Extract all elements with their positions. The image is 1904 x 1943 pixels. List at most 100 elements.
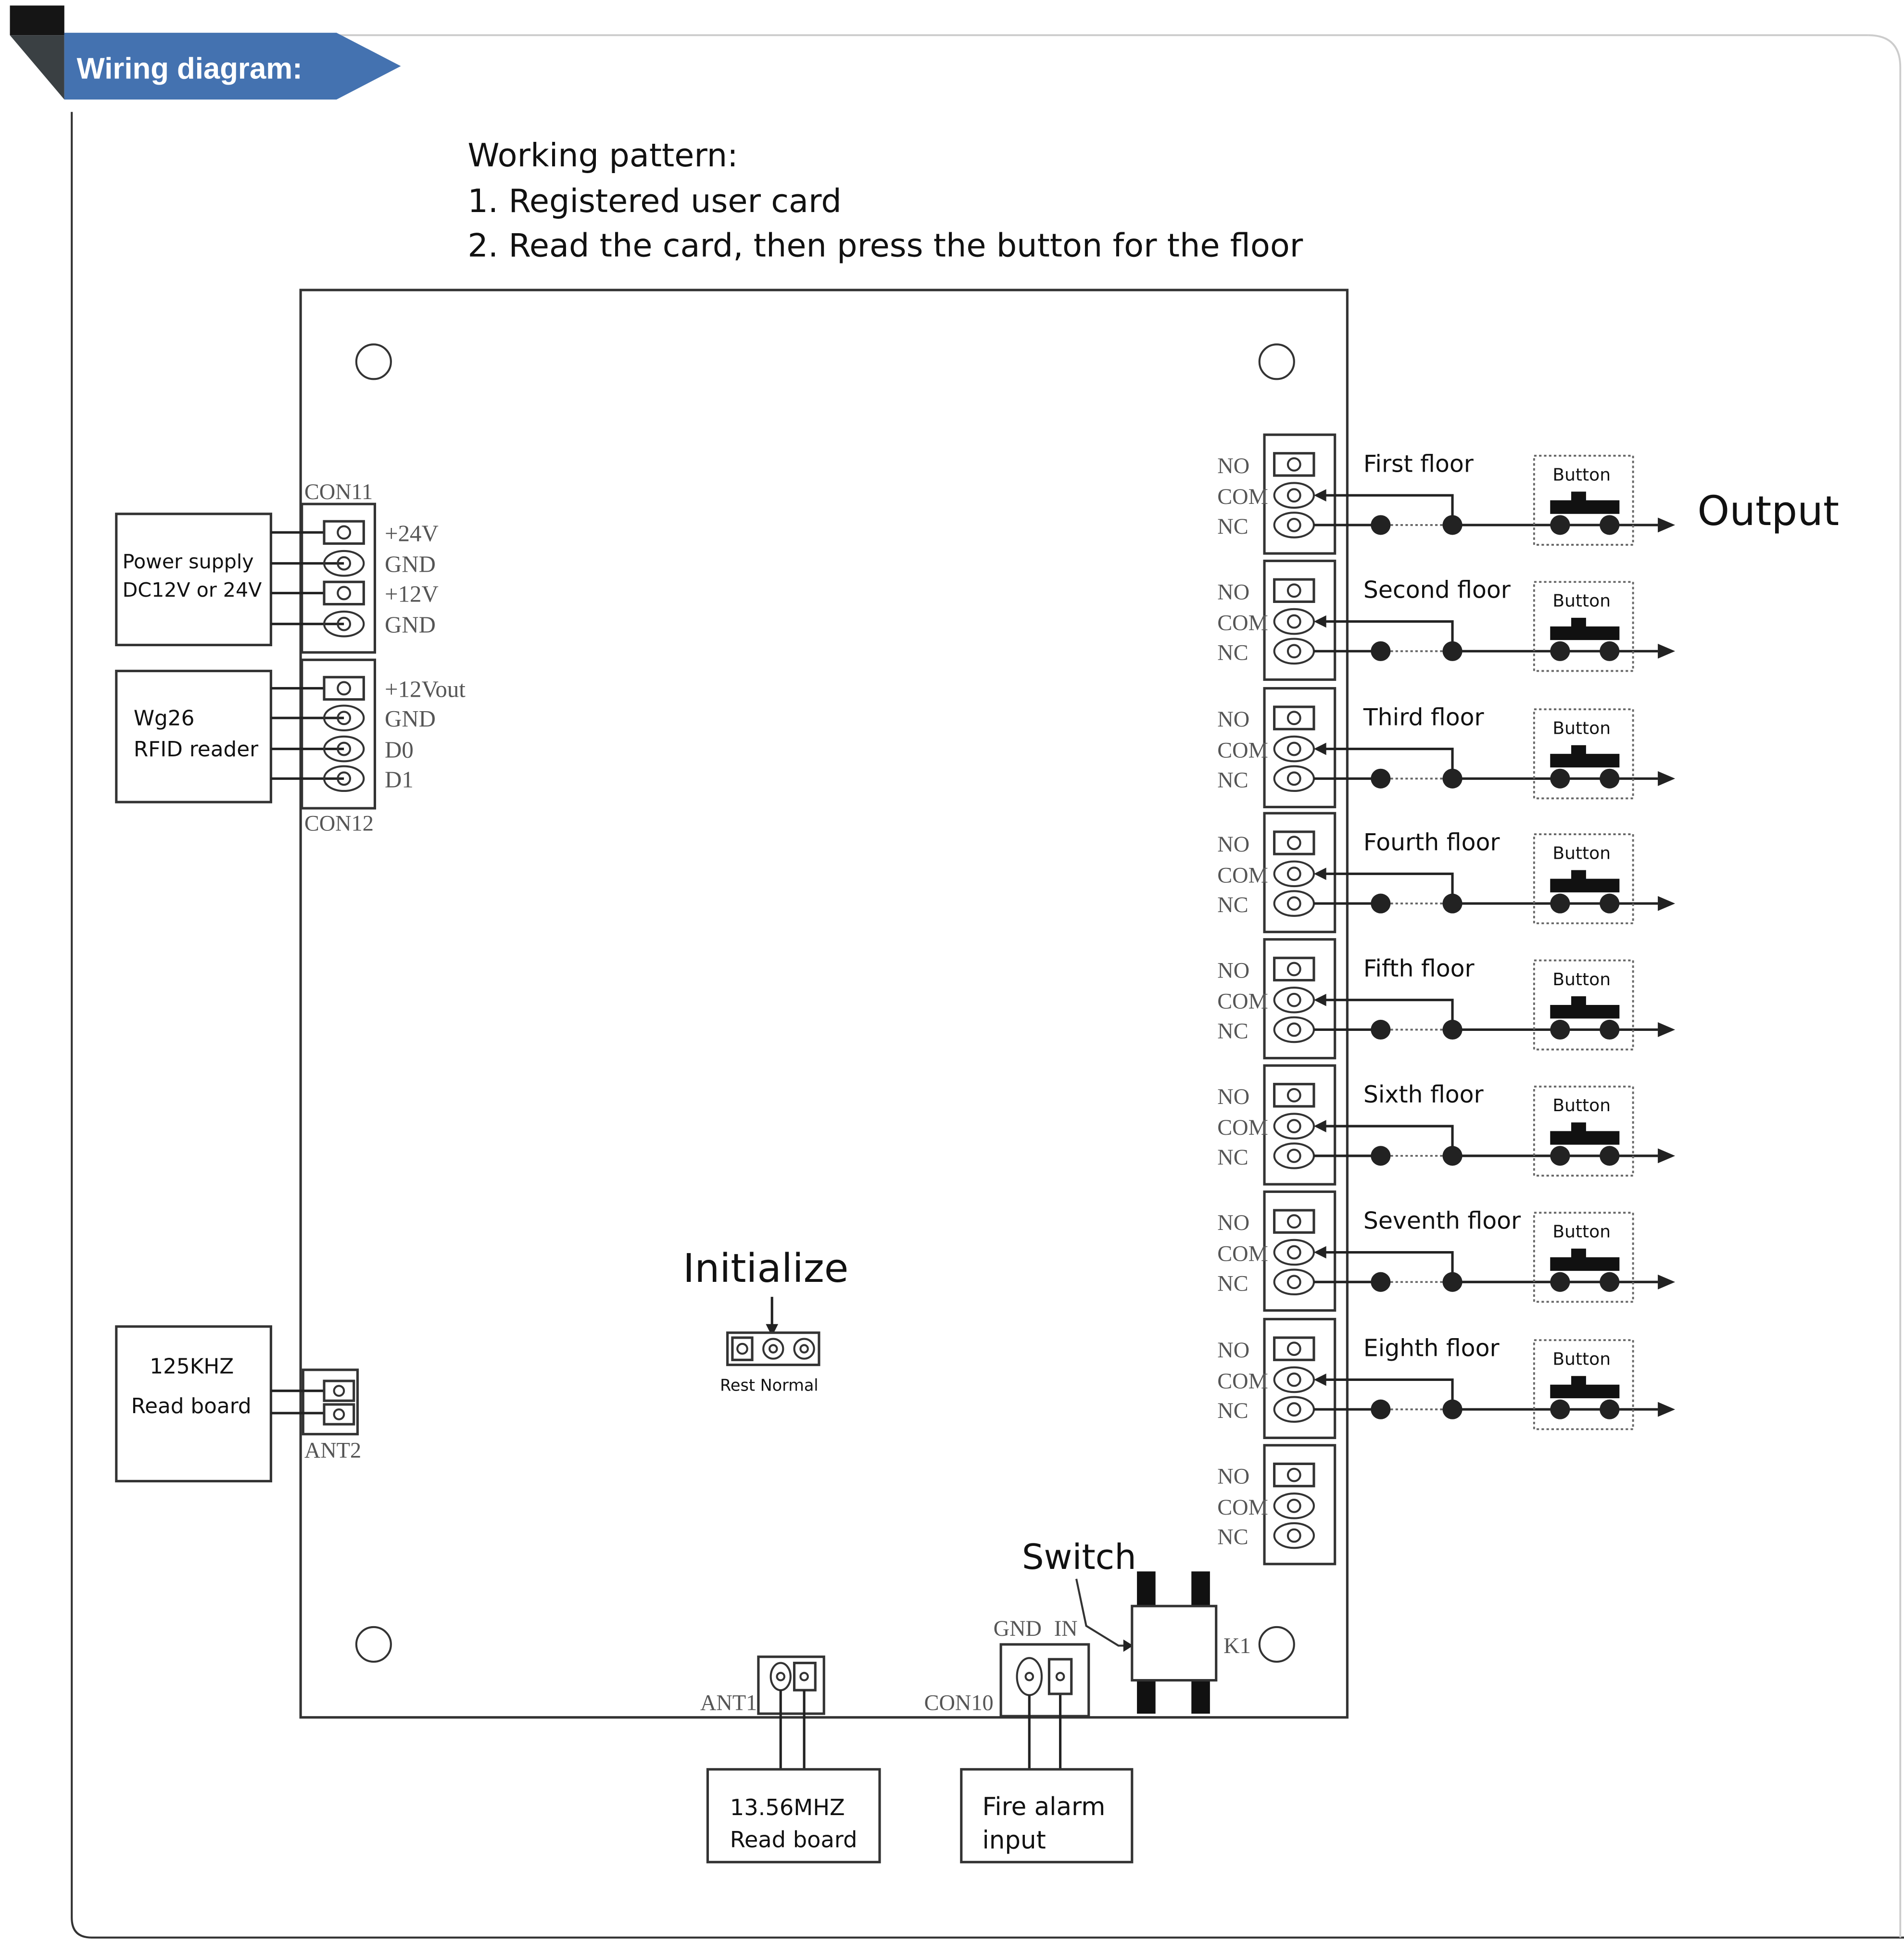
fire-alarm-input-label: input bbox=[983, 1826, 1046, 1855]
relay-pin-com: COM bbox=[1217, 1116, 1268, 1140]
relay-block-6: NO COM NC bbox=[1217, 1064, 1337, 1186]
switch-label: Switch bbox=[1022, 1537, 1136, 1577]
con11-pin-label: GND bbox=[385, 551, 436, 577]
floor-button[interactable]: Button bbox=[1533, 833, 1634, 925]
com-arrow-icon bbox=[1313, 993, 1326, 1006]
floor-label: Eighth floor bbox=[1363, 1335, 1500, 1362]
relay-pin-nc: NC bbox=[1217, 1271, 1248, 1296]
con12-pin-label: D0 bbox=[385, 737, 414, 763]
banner-corner-block bbox=[10, 5, 64, 36]
com-arrow-icon bbox=[1313, 1246, 1326, 1259]
power-supply-voltage: DC12V or 24V bbox=[123, 578, 262, 602]
con10-pin-in: IN bbox=[1054, 1617, 1078, 1641]
working-pattern-step-2: 2. Read the card, then press the button … bbox=[467, 227, 1303, 264]
con12-pin-label: +12Vout bbox=[385, 676, 466, 702]
output-arrow-icon bbox=[1658, 896, 1676, 911]
floor-label: Sixth floor bbox=[1363, 1081, 1484, 1108]
switch-k1[interactable]: Switch K1 bbox=[1022, 1537, 1251, 1714]
output-arrow-icon bbox=[1658, 771, 1676, 786]
floor-button[interactable]: Button bbox=[1533, 1085, 1634, 1177]
page-right-rule bbox=[1868, 34, 1902, 1938]
floor-label: Fourth floor bbox=[1363, 828, 1501, 856]
relay-pin-nc: NC bbox=[1217, 768, 1248, 792]
floor-button[interactable]: Button bbox=[1533, 1339, 1634, 1430]
relay-pin-nc: NC bbox=[1217, 1145, 1248, 1170]
button-label: Button bbox=[1552, 465, 1611, 485]
ant2-connector: 125KHZ Read board ANT2 bbox=[115, 1325, 361, 1482]
relay-pin-com: COM bbox=[1217, 990, 1268, 1014]
floor-wiring-7: Seventh floor Button bbox=[1313, 1207, 1676, 1303]
con11-label: CON11 bbox=[304, 480, 373, 504]
relay-pin-no: NO bbox=[1217, 1338, 1249, 1363]
con11-pin-label: GND bbox=[385, 612, 436, 638]
read-board-125khz-box bbox=[115, 1325, 272, 1482]
read-board-1356-freq: 13.56MHZ bbox=[730, 1794, 845, 1820]
read-board-125khz-label: Read board bbox=[131, 1394, 252, 1418]
read-board-1356-box bbox=[706, 1768, 881, 1864]
com-arrow-icon bbox=[1313, 1373, 1326, 1386]
floor-button[interactable]: Button bbox=[1533, 454, 1634, 546]
relay-pin-com: COM bbox=[1217, 863, 1268, 888]
floor-button[interactable]: Button bbox=[1533, 581, 1634, 672]
con11-pin-label: +24V bbox=[385, 520, 439, 546]
relay-pin-no: NO bbox=[1217, 1211, 1249, 1235]
con12-pin-label: D1 bbox=[385, 766, 414, 792]
floor-button[interactable]: Button bbox=[1533, 959, 1634, 1051]
relay-block-9: NO COM NC bbox=[1217, 1444, 1337, 1566]
mounting-hole-bottom-right bbox=[1258, 1626, 1295, 1663]
floor-label: Seventh floor bbox=[1363, 1207, 1521, 1235]
floor-button[interactable]: Button bbox=[1533, 708, 1634, 800]
push-button-icon bbox=[1550, 1384, 1620, 1399]
rfid-reader-label: RFID reader bbox=[134, 737, 258, 762]
push-button-icon bbox=[1550, 500, 1620, 514]
relay-pin-com: COM bbox=[1217, 611, 1268, 636]
initialize-positions-label: Rest Normal bbox=[720, 1376, 818, 1395]
output-arrow-icon bbox=[1658, 517, 1676, 533]
page-frame bbox=[71, 112, 1904, 1939]
com-arrow-icon bbox=[1313, 867, 1326, 880]
banner-ribbon bbox=[64, 33, 401, 100]
relay-pin-nc: NC bbox=[1217, 1525, 1248, 1550]
floor-wiring-8: Eighth floor Button bbox=[1313, 1335, 1676, 1430]
con10-pin-gnd: GND bbox=[994, 1617, 1042, 1641]
relay-pin-no: NO bbox=[1217, 832, 1249, 857]
ant1-label: ANT1 bbox=[700, 1691, 757, 1715]
output-arrow-icon bbox=[1658, 1022, 1676, 1037]
push-button-icon bbox=[1550, 1257, 1620, 1271]
con11-connector: CON11 Power supply DC12V or 24V +24VGND+… bbox=[115, 480, 439, 654]
com-arrow-icon bbox=[1313, 1120, 1326, 1132]
banner-fold bbox=[10, 35, 64, 100]
relay-pin-no: NO bbox=[1217, 454, 1249, 478]
relay-pin-nc: NC bbox=[1217, 514, 1248, 539]
floor-button[interactable]: Button bbox=[1533, 1212, 1634, 1303]
mounting-hole-bottom-left bbox=[355, 1626, 392, 1663]
relay-pin-nc: NC bbox=[1217, 1019, 1248, 1043]
push-button-icon bbox=[1550, 753, 1620, 768]
relay-pin-com: COM bbox=[1217, 1242, 1268, 1266]
banner-title: Wiring diagram: bbox=[76, 52, 302, 85]
ant2-label: ANT2 bbox=[304, 1439, 361, 1463]
button-label: Button bbox=[1552, 591, 1611, 611]
com-arrow-icon bbox=[1313, 489, 1326, 502]
rfid-reader-protocol: Wg26 bbox=[134, 706, 195, 731]
button-label: Button bbox=[1552, 843, 1611, 863]
output-label: Output bbox=[1697, 488, 1839, 535]
power-supply-box bbox=[115, 513, 272, 647]
initialize-jumper[interactable]: Initialize Rest Normal bbox=[683, 1246, 848, 1394]
relay-pin-no: NO bbox=[1217, 1085, 1249, 1109]
relay-pin-no: NO bbox=[1217, 707, 1249, 732]
relay-pin-com: COM bbox=[1217, 1495, 1268, 1520]
initialize-label: Initialize bbox=[683, 1246, 848, 1291]
push-button-icon bbox=[1550, 878, 1620, 892]
floor-label: Second floor bbox=[1363, 577, 1511, 604]
relay-block-7: NO COM NC bbox=[1217, 1190, 1337, 1312]
relay-pin-no: NO bbox=[1217, 1465, 1249, 1489]
relay-pin-com: COM bbox=[1217, 1369, 1268, 1393]
